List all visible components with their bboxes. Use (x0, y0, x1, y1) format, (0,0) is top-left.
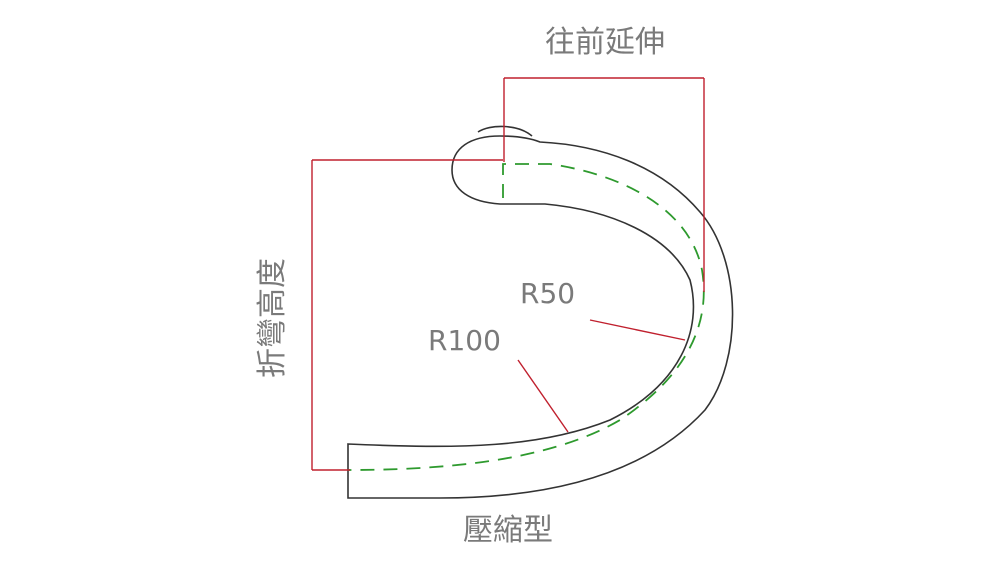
bar-centerline (347, 163, 705, 471)
type-label: 壓縮型 (463, 513, 553, 548)
drop-label: 折彎高度 (255, 258, 290, 378)
r50-leader (589, 319, 686, 341)
dimension-lines (311, 77, 705, 471)
r100-leader (517, 359, 569, 433)
reach-label: 往前延伸 (545, 25, 665, 60)
r50-label: R50 (520, 277, 575, 310)
r100-label: R100 (428, 324, 501, 357)
bar-outer-edge (347, 135, 734, 499)
stem-clamp-bulge (477, 125, 533, 137)
handlebar-outline (347, 125, 734, 499)
